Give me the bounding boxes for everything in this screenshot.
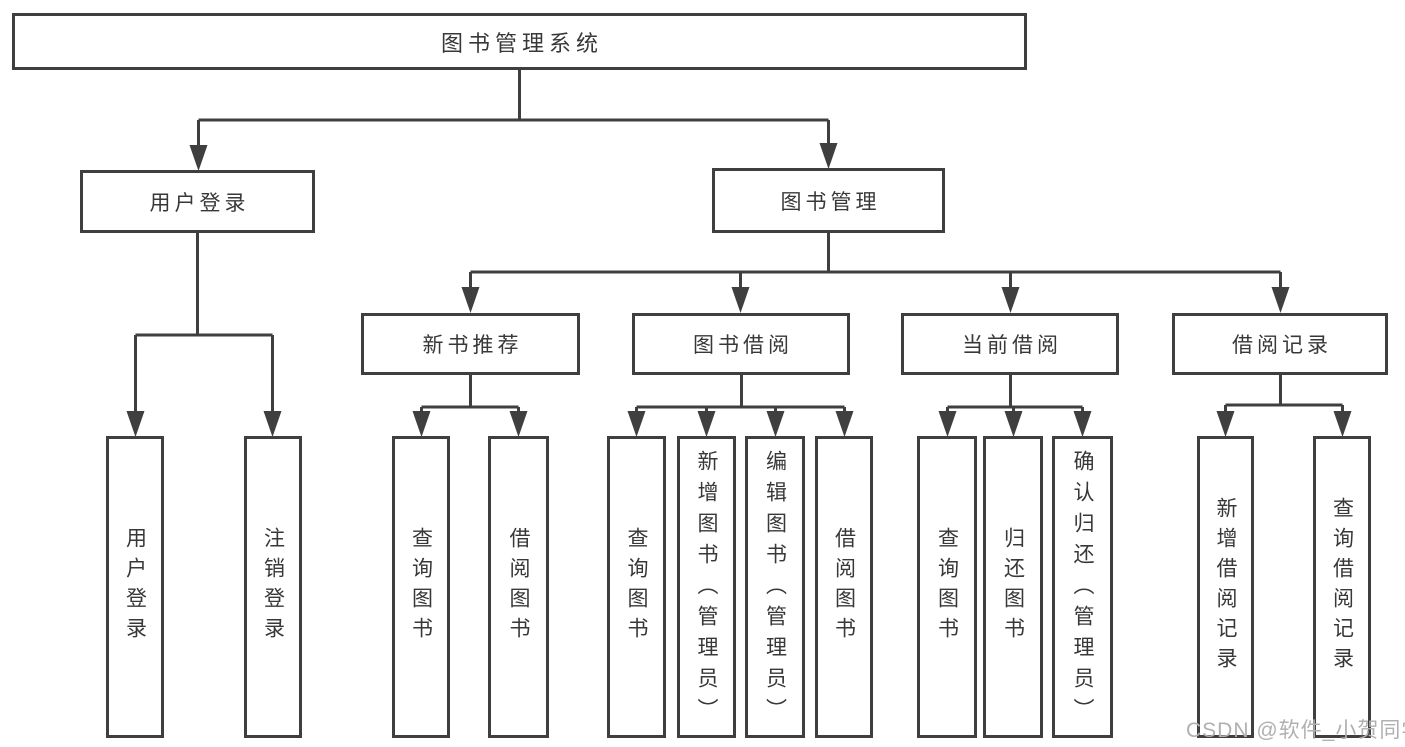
arrowhead-icon xyxy=(1216,411,1235,437)
arrowhead-icon xyxy=(835,411,854,437)
leaf-records-add-record: 新增借阅记录 xyxy=(1197,436,1254,738)
connector-rec-to-leaves xyxy=(412,375,528,437)
leaf-rec-query-book: 查询图书 xyxy=(392,436,450,738)
arrowhead-icon xyxy=(461,287,480,313)
arrowhead-icon xyxy=(627,411,646,437)
connector-current-to-leaves xyxy=(938,375,1092,437)
arrowhead-icon xyxy=(412,411,431,437)
node-root-library-system: 图书管理系统 xyxy=(12,13,1027,70)
leaf-user-login: 用户登录 xyxy=(106,436,164,738)
arrowhead-icon xyxy=(1333,411,1352,437)
node-user-login: 用户登录 xyxy=(80,170,315,233)
arrowhead-icon xyxy=(1073,411,1092,437)
arrowhead-icon xyxy=(1271,287,1290,313)
leaf-rec-borrow-book: 借阅图书 xyxy=(488,436,549,738)
leaf-logout: 注销登录 xyxy=(244,436,302,738)
csdn-watermark: CSDN @软件_小贺同学 xyxy=(1186,719,1405,742)
leaf-borrow-borrow-book: 借阅图书 xyxy=(815,436,873,738)
arrowhead-icon xyxy=(509,411,528,437)
arrowhead-icon xyxy=(766,411,785,437)
node-book-borrowing: 图书借阅 xyxy=(632,313,850,375)
connector-login-to-leaves xyxy=(126,233,282,437)
arrowhead-icon xyxy=(263,411,282,437)
leaf-borrow-add-book-admin: 新增图书（管理员） xyxy=(677,436,736,738)
node-current-borrowing: 当前借阅 xyxy=(901,313,1119,375)
arrowhead-icon xyxy=(819,143,838,169)
node-borrow-records: 借阅记录 xyxy=(1172,313,1388,375)
leaf-current-confirm-return-admin: 确认归还（管理员） xyxy=(1052,436,1113,738)
arrowhead-icon xyxy=(126,411,145,437)
arrowhead-icon xyxy=(189,145,208,171)
leaf-records-query-record: 查询借阅记录 xyxy=(1313,436,1371,738)
leaf-current-query-book: 查询图书 xyxy=(917,436,977,738)
leaf-current-return-book: 归还图书 xyxy=(983,436,1043,738)
leaf-borrow-query-book: 查询图书 xyxy=(607,436,666,738)
connector-borrow-to-leaves xyxy=(627,375,854,437)
arrowhead-icon xyxy=(731,287,750,313)
leaf-borrow-edit-book-admin: 编辑图书（管理员） xyxy=(745,436,805,738)
connector-mgmt-to-level3 xyxy=(461,233,1290,313)
arrowhead-icon xyxy=(938,411,957,437)
arrowhead-icon xyxy=(697,411,716,437)
arrowhead-icon xyxy=(1004,411,1023,437)
connector-records-to-leaves xyxy=(1216,375,1352,437)
connector-root-to-level2 xyxy=(189,70,838,171)
node-new-book-recommend: 新书推荐 xyxy=(361,313,580,375)
node-book-management: 图书管理 xyxy=(712,168,945,233)
arrowhead-icon xyxy=(1001,287,1020,313)
